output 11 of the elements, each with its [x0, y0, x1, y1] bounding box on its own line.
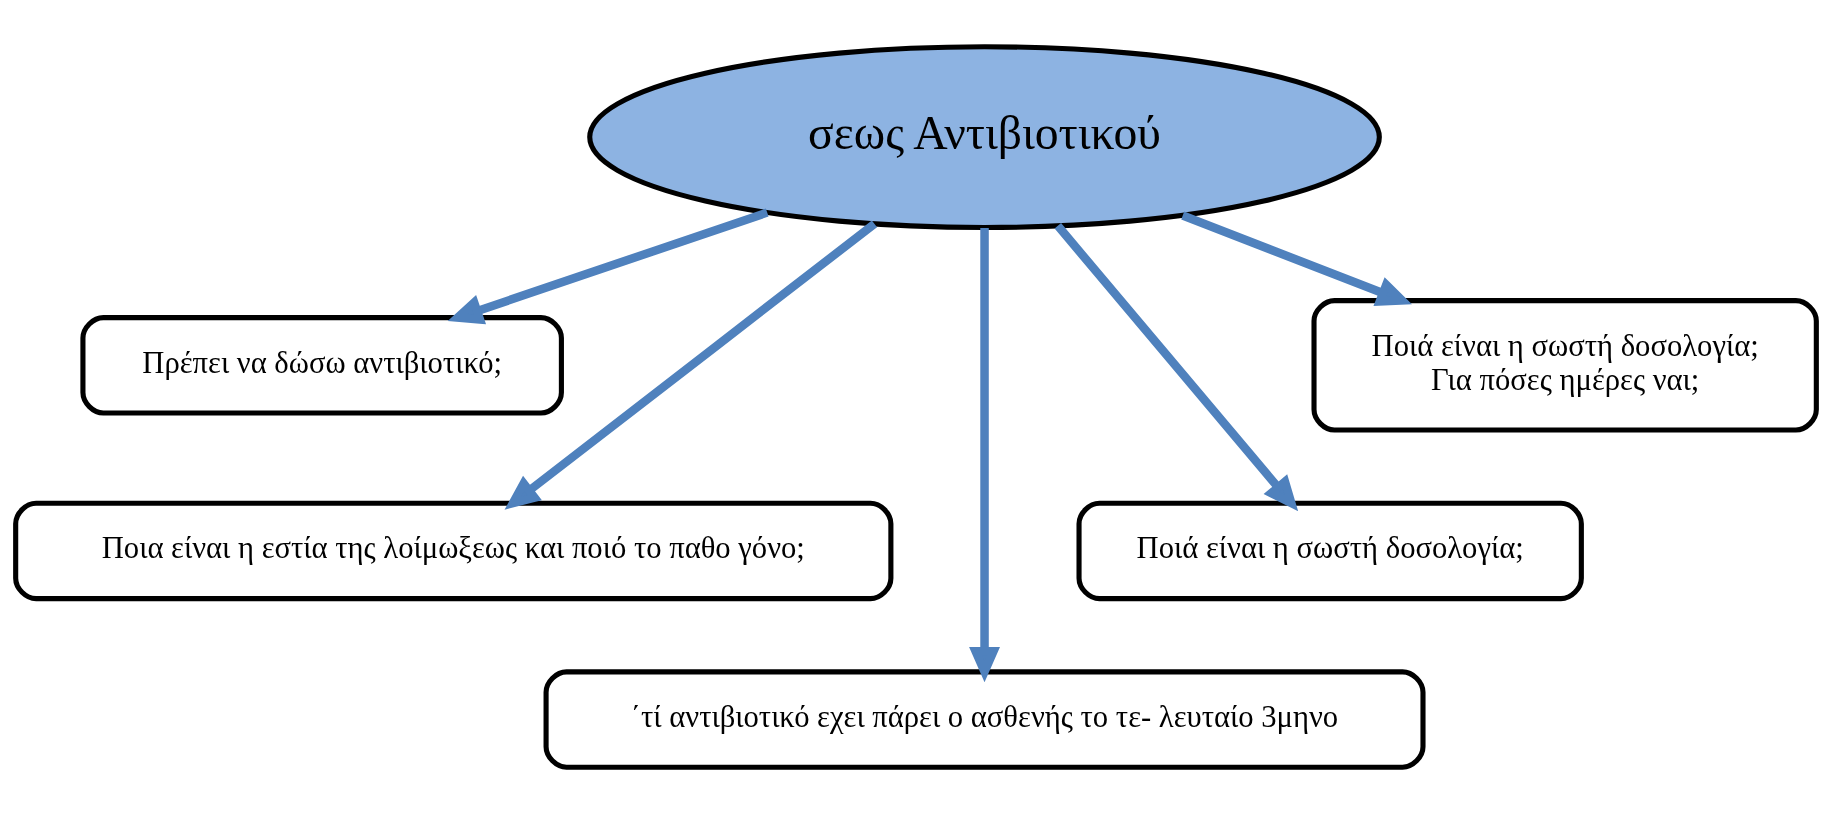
- arrow: [1054, 222, 1299, 511]
- arrow: [504, 220, 878, 510]
- arrow: [969, 227, 1000, 682]
- node-box: Ποια είναι η εστία της λοίμωξεως και ποιό το παθο γόνο;: [13, 500, 894, 601]
- node-box: Ποιά είναι η σωστή δοσολογία;: [1076, 500, 1584, 601]
- node-ellipse: σεως Αντιβιοτικού: [587, 43, 1382, 230]
- node-box: Ποιά είναι η σωστή δοσολογία; Για πόσες ημέρες ναι;: [1311, 297, 1819, 433]
- node-box: Πρέπει να δώσω αντιβιοτικό;: [80, 314, 564, 416]
- arrow: [1181, 211, 1412, 306]
- node-box: ΄τί αντιβιοτικό εχει πάρει ο ασθενής το τε- λευταίο 3μηνο: [543, 668, 1426, 770]
- arrow: [447, 208, 769, 324]
